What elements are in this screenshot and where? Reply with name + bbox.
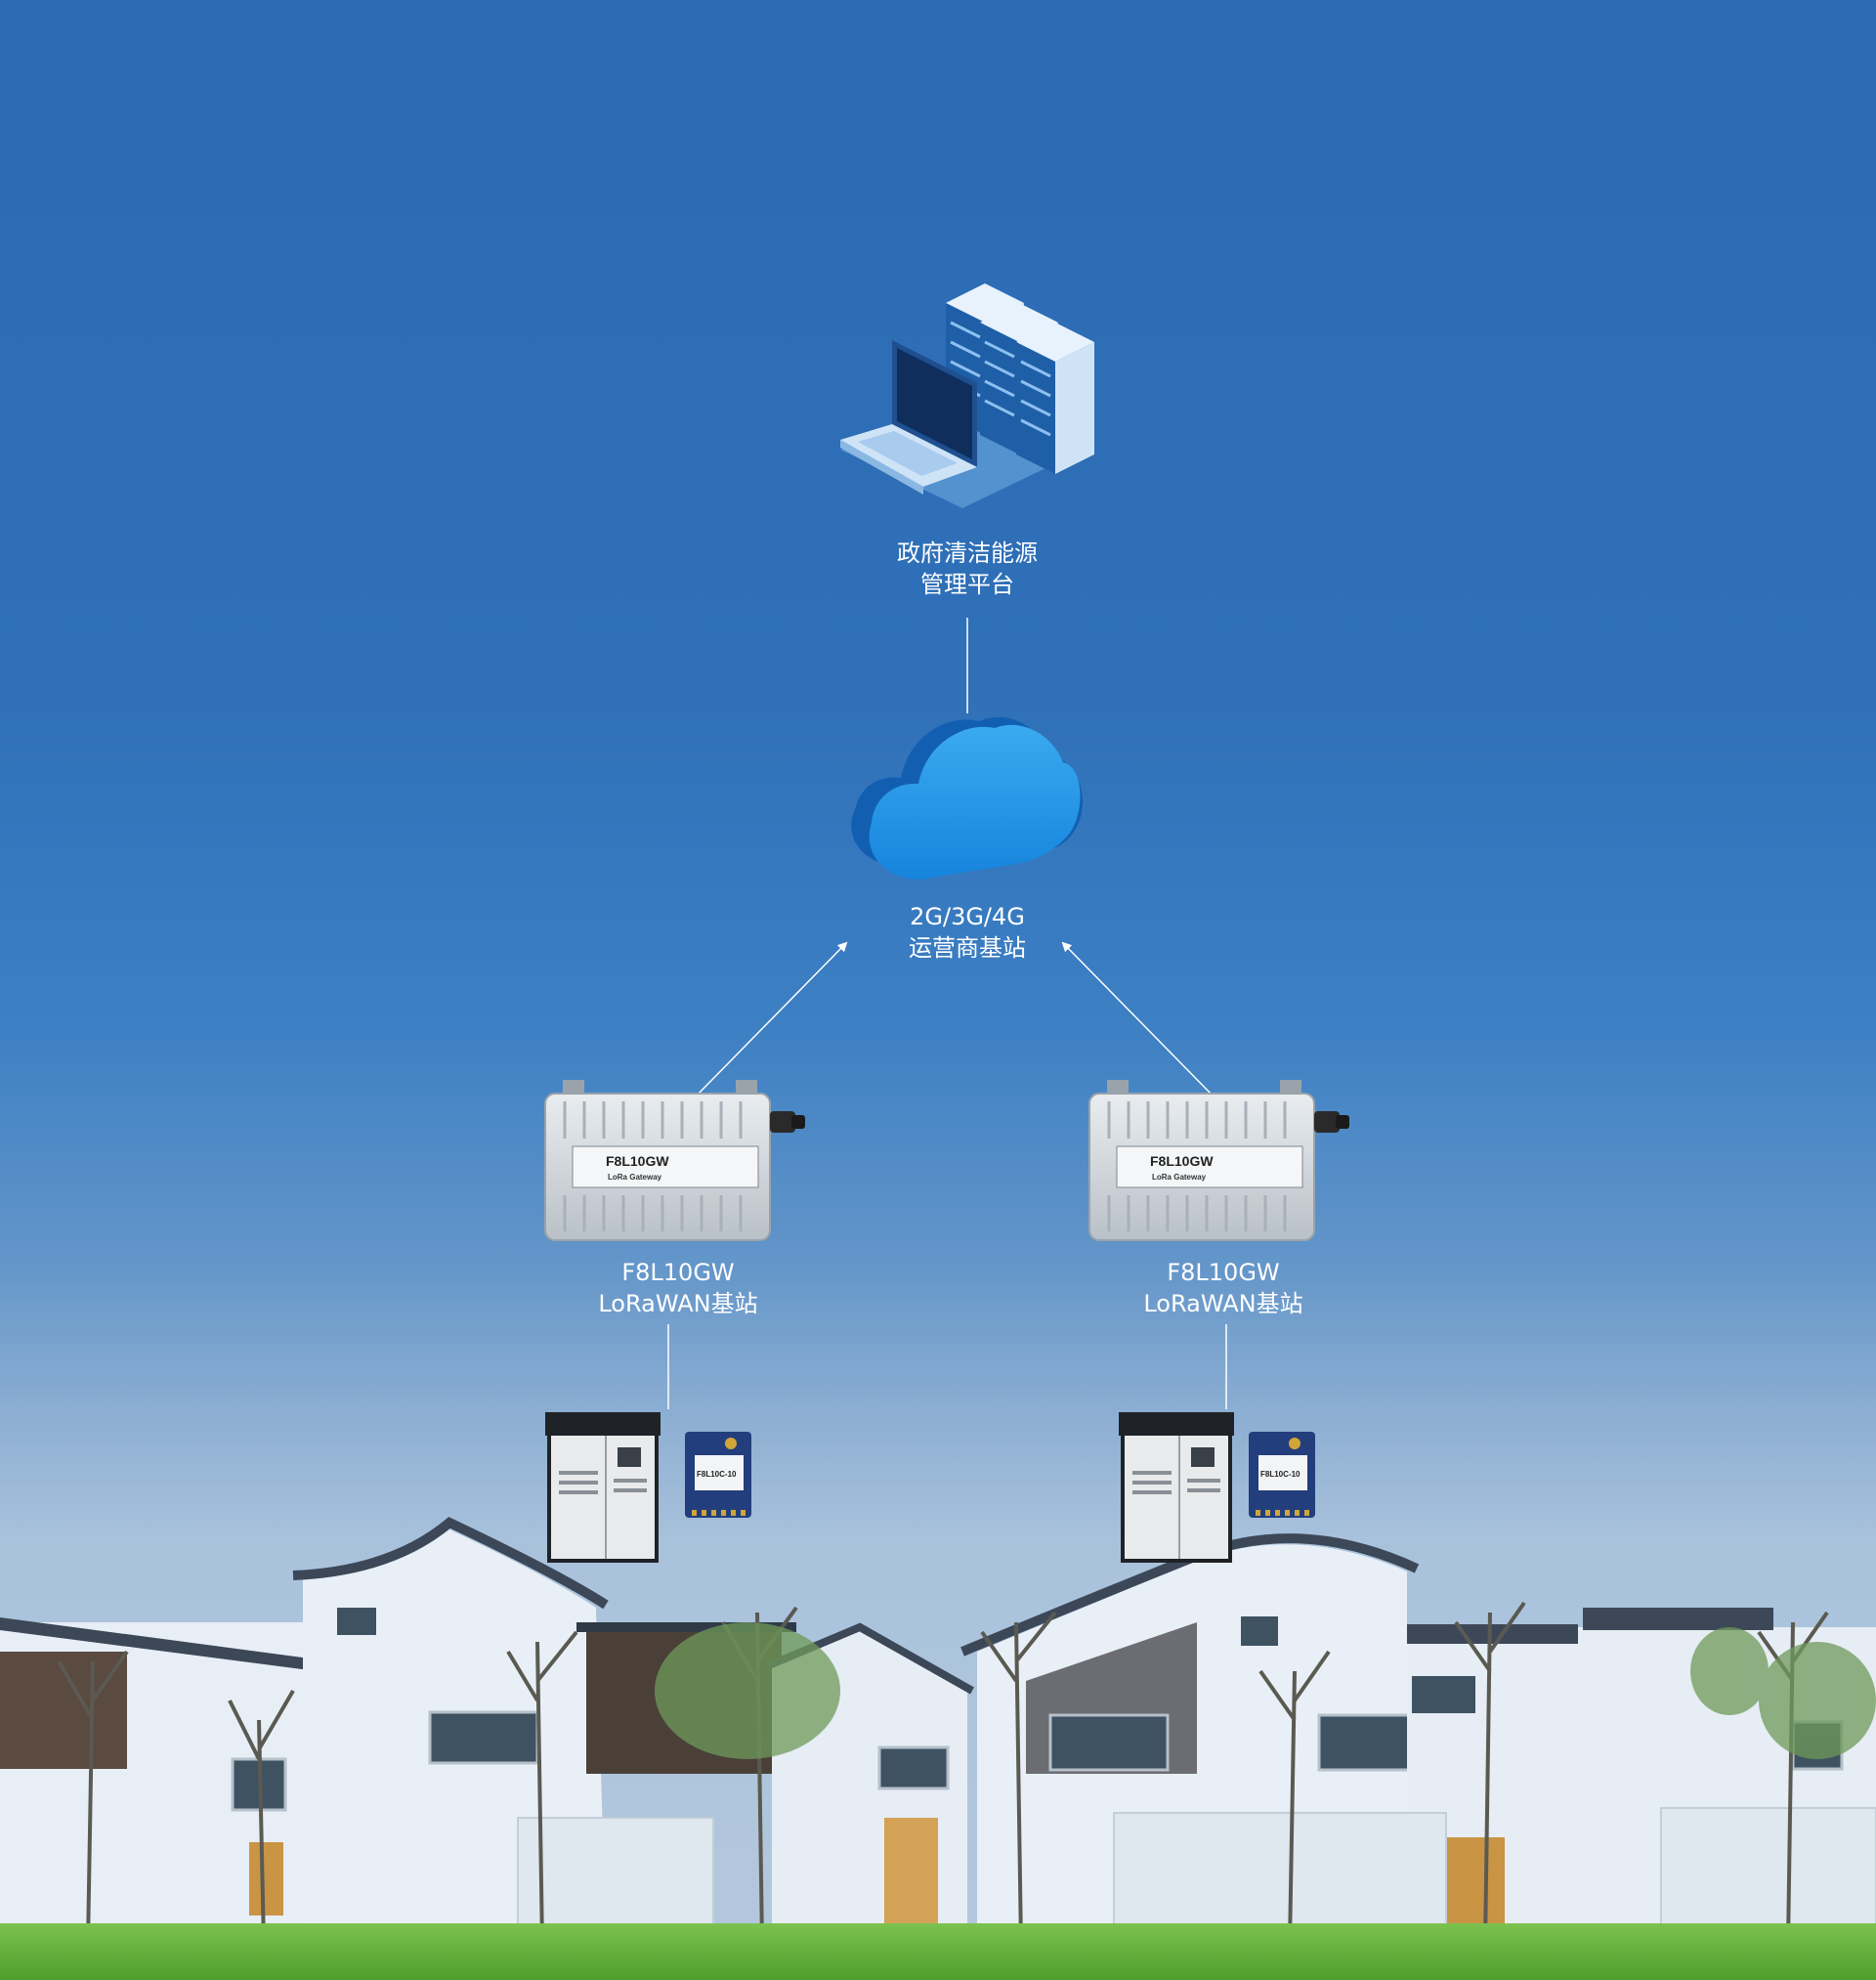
cloud-label: 2G/3G/4G 运营商基站	[909, 901, 1026, 964]
roof-right-2	[1583, 1608, 1773, 1630]
cabinet-meter	[618, 1447, 641, 1467]
cloud-icon	[851, 717, 1083, 880]
lattice-wall-2	[1114, 1813, 1446, 1935]
gateway-plate-subtitle: LoRa Gateway	[608, 1173, 662, 1182]
server-rack-3	[1016, 323, 1094, 474]
door-middle	[884, 1818, 938, 1930]
lattice-wall-1	[518, 1818, 713, 1935]
roof-right-1	[1407, 1624, 1578, 1644]
arrow-gateway-right	[1063, 943, 1217, 1100]
gateway-antenna-cap	[1336, 1115, 1349, 1129]
module-label: F8L10C-10	[1260, 1470, 1300, 1479]
cloud-front	[870, 725, 1081, 880]
module-antenna-icon	[725, 1438, 737, 1449]
cabinet-meter	[1191, 1447, 1215, 1467]
gateway-device-right: F8L10GW LoRa Gateway	[1089, 1080, 1349, 1240]
door-right	[1446, 1837, 1505, 1930]
gateway-device-left: F8L10GW LoRa Gateway	[545, 1080, 805, 1240]
gateway-right-label-line2: LoRaWAN基站	[1143, 1288, 1302, 1319]
window-middle	[879, 1747, 948, 1788]
village-background	[0, 1523, 1876, 1980]
gateway-right-label: F8L10GW LoRaWAN基站	[1143, 1257, 1302, 1319]
window-gable-1	[337, 1608, 376, 1635]
server-laptop-icon	[840, 283, 1094, 508]
gateway-antenna-cap	[791, 1115, 805, 1129]
gateway-right-label-line1: F8L10GW	[1143, 1257, 1302, 1288]
terminal-left: F8L10C-10	[545, 1412, 751, 1561]
platform-label-line2: 管理平台	[897, 569, 1038, 600]
gateway-left-label-line1: F8L10GW	[598, 1257, 757, 1288]
gateway-plate-subtitle: LoRa Gateway	[1152, 1173, 1207, 1182]
gateway-left-label-line2: LoRaWAN基站	[598, 1288, 757, 1319]
module-label: F8L10C-10	[697, 1470, 737, 1479]
grass-field	[0, 1923, 1876, 1980]
window-gable-2	[430, 1712, 537, 1763]
gateway-left-label: F8L10GW LoRaWAN基站	[598, 1257, 757, 1319]
window-center-3	[1319, 1715, 1422, 1770]
lattice-wall-3	[1661, 1808, 1876, 1935]
cloud-label-line1: 2G/3G/4G	[909, 901, 1026, 932]
gateway-plate-title: F8L10GW	[606, 1153, 669, 1169]
gateway-plate-title: F8L10GW	[1150, 1153, 1214, 1169]
arrow-gateway-left	[692, 943, 846, 1100]
platform-label-line1: 政府清洁能源	[897, 538, 1038, 569]
module-antenna-icon	[1289, 1438, 1300, 1449]
door-left	[249, 1842, 283, 1915]
window-right-1	[1412, 1676, 1475, 1713]
platform-label: 政府清洁能源 管理平台	[897, 538, 1038, 600]
window-center-1	[1241, 1616, 1278, 1646]
window-center-2	[1050, 1715, 1168, 1770]
cloud-label-line2: 运营商基站	[909, 932, 1026, 964]
